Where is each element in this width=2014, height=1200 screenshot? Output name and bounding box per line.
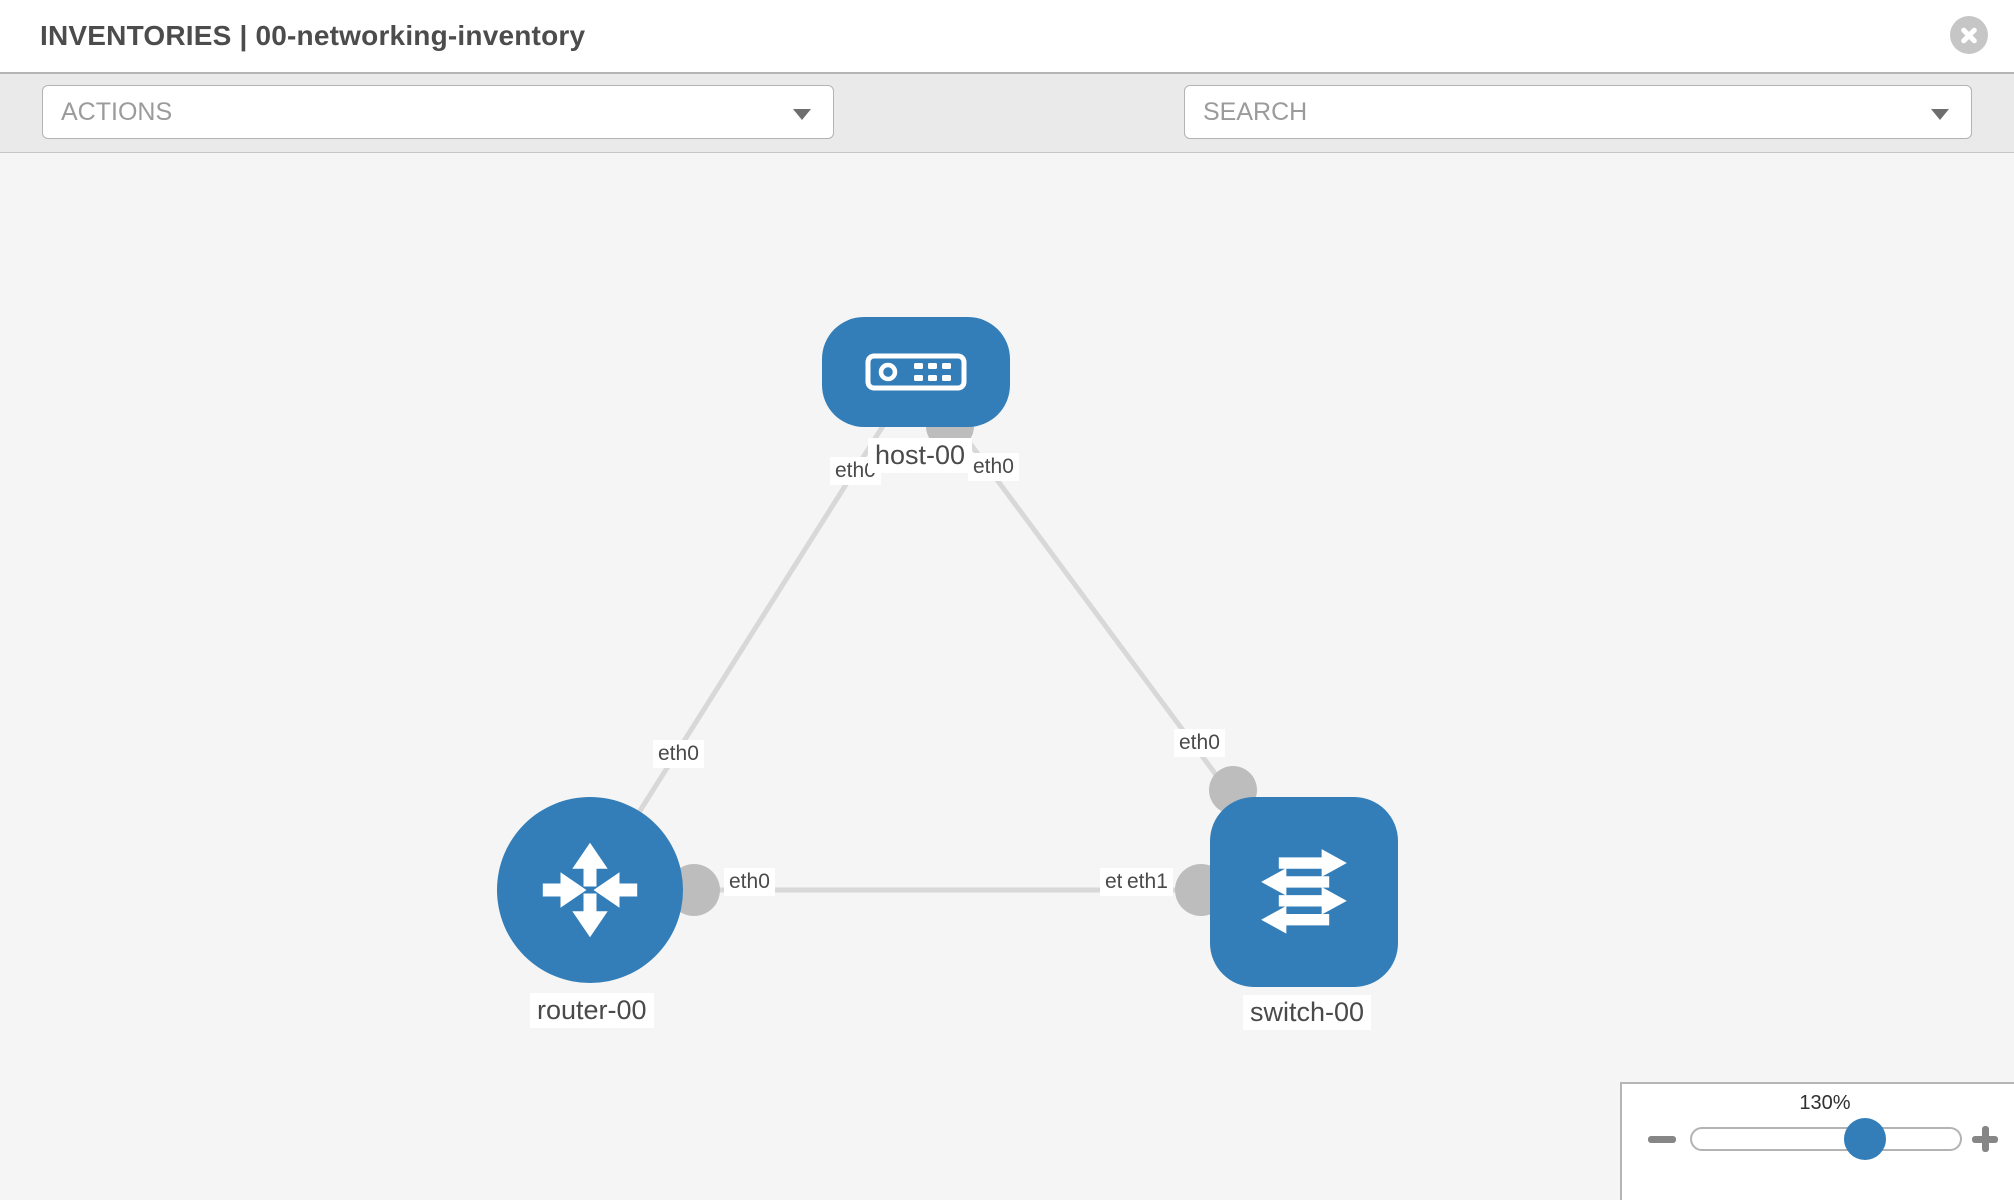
actions-input[interactable] bbox=[43, 86, 833, 138]
toolbar bbox=[0, 74, 2014, 212]
node-host-00[interactable] bbox=[822, 317, 1010, 427]
plus-icon-bar bbox=[1981, 1126, 1989, 1152]
zoom-panel: 130% bbox=[1620, 1082, 2014, 1200]
zoom-out-button[interactable] bbox=[1648, 1136, 1676, 1143]
zoom-level-value: 130% bbox=[1799, 1092, 1851, 1114]
edge-label: eth0 bbox=[968, 453, 1019, 482]
search-input[interactable] bbox=[1185, 86, 1971, 138]
search-dropdown[interactable] bbox=[1184, 85, 1972, 139]
node-router-00[interactable] bbox=[497, 797, 683, 983]
close-icon[interactable] bbox=[1950, 16, 1988, 54]
router-icon bbox=[542, 842, 638, 938]
node-label-router-00: router-00 bbox=[530, 993, 654, 1029]
node-label-switch-00: switch-00 bbox=[1243, 995, 1372, 1031]
node-label-host-00: host-00 bbox=[868, 438, 973, 474]
header: INVENTORIES | 00-networking-inventory bbox=[0, 0, 2014, 74]
zoom-in-button[interactable] bbox=[1972, 1126, 1998, 1152]
zoom-slider[interactable] bbox=[1690, 1118, 1962, 1160]
node-switch-00[interactable] bbox=[1210, 797, 1398, 987]
topology-edges bbox=[587, 369, 1306, 916]
chevron-down-icon bbox=[1931, 109, 1949, 120]
chevron-down-icon bbox=[793, 109, 811, 120]
host-icon bbox=[865, 353, 967, 391]
zoom-slider-thumb[interactable] bbox=[1844, 1118, 1886, 1160]
edge-label: eth0 bbox=[724, 868, 775, 897]
edge-label: eth0 bbox=[653, 740, 704, 769]
edge-label: eth1 bbox=[1122, 868, 1173, 897]
switch-icon bbox=[1261, 849, 1347, 934]
actions-dropdown[interactable] bbox=[42, 85, 834, 139]
page-title: INVENTORIES | 00-networking-inventory bbox=[40, 20, 586, 51]
topology-canvas[interactable]: eth0 eth0 eth0 eth0 eth0 eth0 eth1 host-… bbox=[0, 153, 2014, 1200]
edge-label: eth0 bbox=[1174, 729, 1225, 758]
